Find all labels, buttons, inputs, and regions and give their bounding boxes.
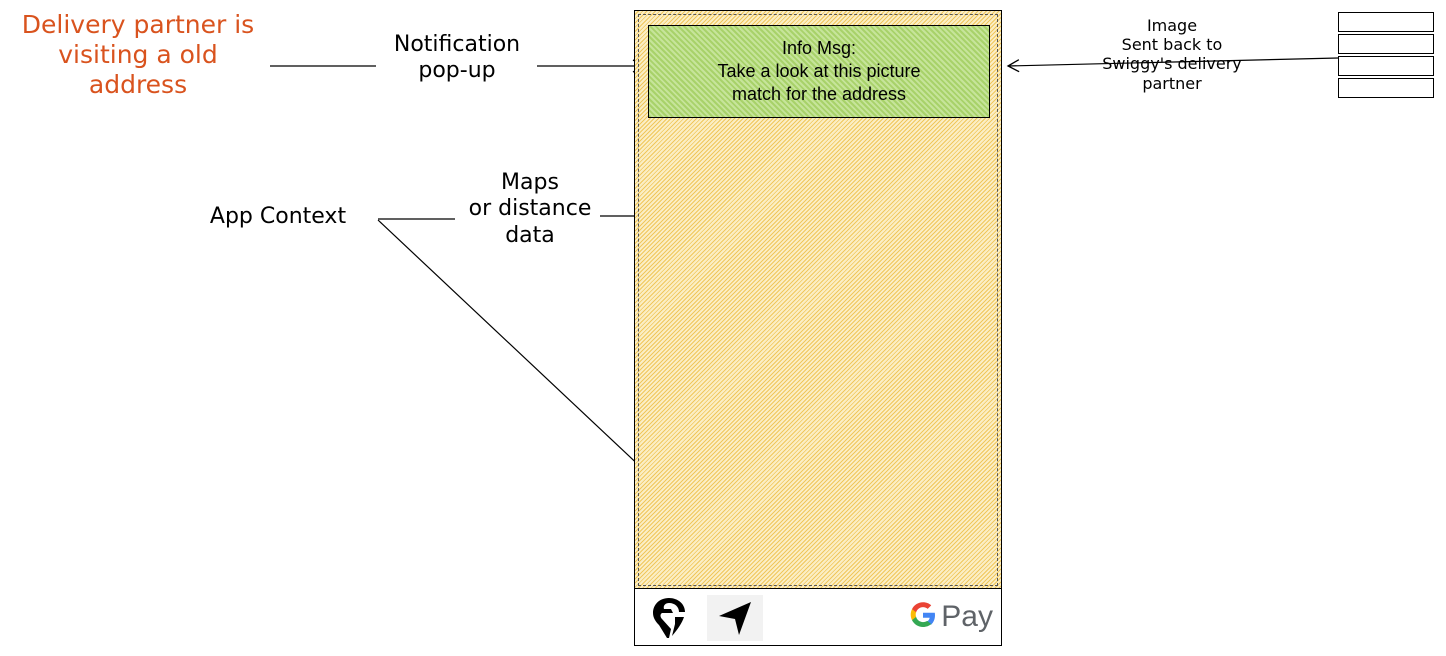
image-stack-row: [1338, 34, 1434, 54]
image-stack-row: [1338, 56, 1434, 76]
image-label: Image Sent back to Swiggy's delivery par…: [1102, 16, 1242, 93]
google-g-icon: [909, 601, 937, 633]
maps-label: Maps or distance data: [468, 170, 592, 248]
image-stack-icon: [1338, 12, 1436, 100]
app-taskbar: Pay: [635, 589, 1001, 645]
image-stack-row: [1338, 12, 1434, 32]
pay-label: Pay: [941, 600, 993, 633]
app-screen: Info Msg: Take a look at this picture ma…: [635, 11, 1001, 589]
delivery-note: Delivery partner is visiting a old addre…: [21, 10, 255, 99]
notification-label: Notification pop-up: [393, 32, 521, 84]
notification-title: Info Msg:: [781, 38, 857, 58]
google-pay-button[interactable]: Pay: [909, 595, 993, 639]
swiggy-icon[interactable]: [641, 595, 697, 641]
phone-mockup: Info Msg: Take a look at this picture ma…: [634, 10, 1002, 646]
image-arrow: [1006, 57, 1339, 73]
app-context-label: App Context: [209, 204, 347, 229]
notification-line-1: Take a look at this picture: [717, 61, 921, 81]
app-context-diagonal-arrow: [377, 219, 680, 504]
notification-line-2: match for the address: [731, 84, 907, 104]
navigation-arrow-icon[interactable]: [707, 595, 763, 641]
notification-popup[interactable]: Info Msg: Take a look at this picture ma…: [648, 25, 990, 118]
image-stack-row: [1338, 78, 1434, 98]
